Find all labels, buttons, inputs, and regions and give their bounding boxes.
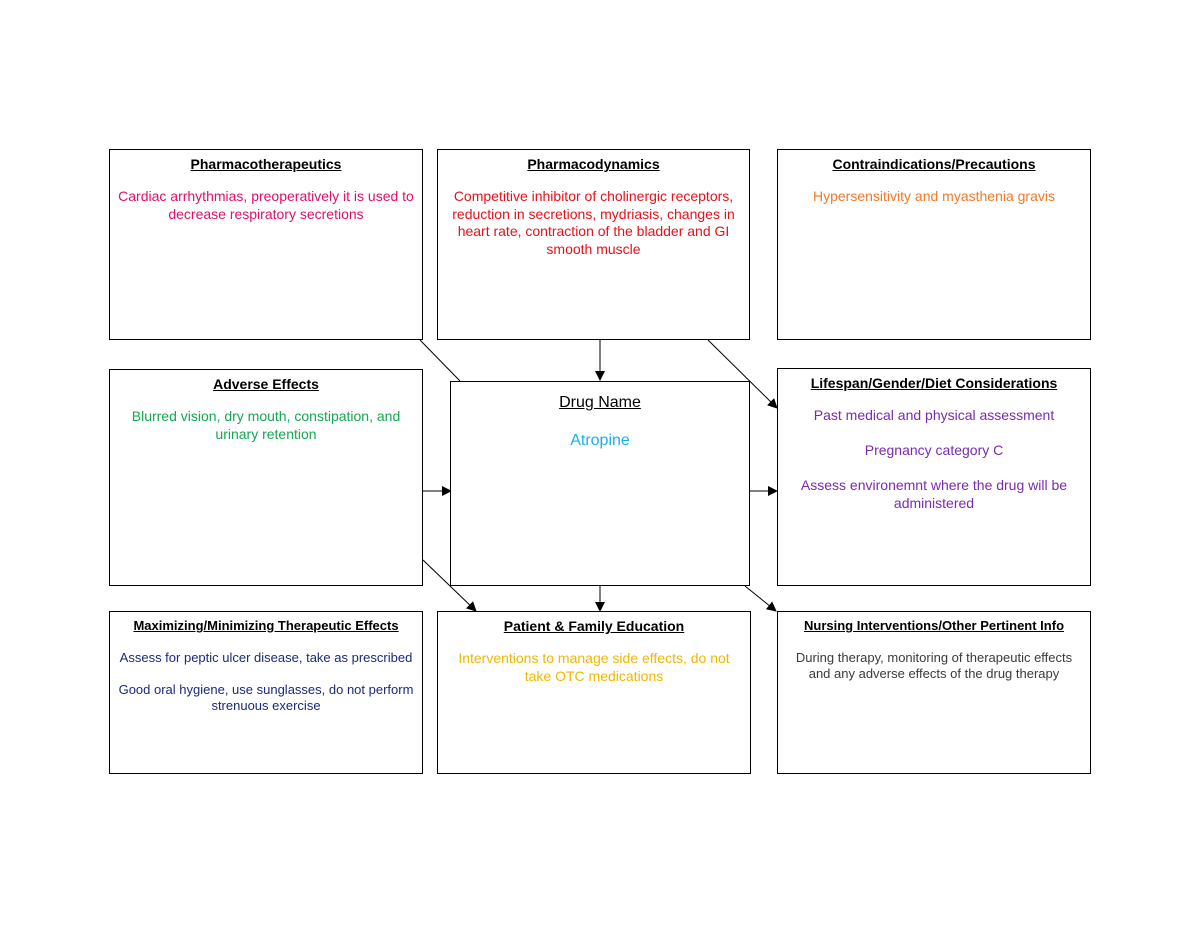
pharmacodynamics-text: Competitive inhibitor of cholinergic rec… <box>452 188 735 257</box>
contraindications-box: Contraindications/Precautions Hypersensi… <box>777 149 1091 340</box>
pharmacotherapeutics-title: Pharmacotherapeutics <box>190 156 342 172</box>
maximizing-text: Assess for peptic ulcer disease, take as… <box>118 650 414 713</box>
lifespan-box: Lifespan/Gender/Diet Considerations Past… <box>777 368 1091 586</box>
education-title: Patient & Family Education <box>503 618 685 634</box>
pharmacotherapeutics-box: Pharmacotherapeutics Cardiac arrhythmias… <box>109 149 423 340</box>
adverse-effects-text: Blurred vision, dry mouth, constipation,… <box>131 408 401 442</box>
nursing-box: Nursing Interventions/Other Pertinent In… <box>777 611 1091 774</box>
nursing-title: Nursing Interventions/Other Pertinent In… <box>803 618 1065 633</box>
pharmacodynamics-title: Pharmacodynamics <box>527 156 660 172</box>
contraindications-title: Contraindications/Precautions <box>832 156 1036 172</box>
maximizing-box: Maximizing/Minimizing Therapeutic Effect… <box>109 611 423 774</box>
maximizing-title: Maximizing/Minimizing Therapeutic Effect… <box>133 618 399 633</box>
drug-name-title: Drug Name <box>559 394 641 411</box>
lifespan-text: Past medical and physical assessment Pre… <box>800 407 1068 511</box>
connector-nursing <box>744 585 777 612</box>
adverse-effects-title: Adverse Effects <box>213 376 319 392</box>
education-box: Patient & Family Education Interventions… <box>437 611 751 774</box>
lifespan-title: Lifespan/Gender/Diet Considerations <box>810 375 1058 391</box>
drug-name-box: Drug Name Atropine <box>450 381 750 586</box>
pharmacodynamics-box: Pharmacodynamics Competitive inhibitor o… <box>437 149 750 340</box>
adverse-effects-box: Adverse Effects Blurred vision, dry mout… <box>109 369 423 586</box>
nursing-text: During therapy, monitoring of therapeuti… <box>795 650 1073 681</box>
drug-name-value: Atropine <box>570 432 630 449</box>
contraindications-text: Hypersensitivity and myasthenia gravis <box>813 188 1055 204</box>
pharmacotherapeutics-text: Cardiac arrhythmias, preoperatively it i… <box>118 188 414 222</box>
education-text: Interventions to manage side effects, do… <box>458 650 730 684</box>
connector-pharmacotherapeutics <box>419 339 461 382</box>
